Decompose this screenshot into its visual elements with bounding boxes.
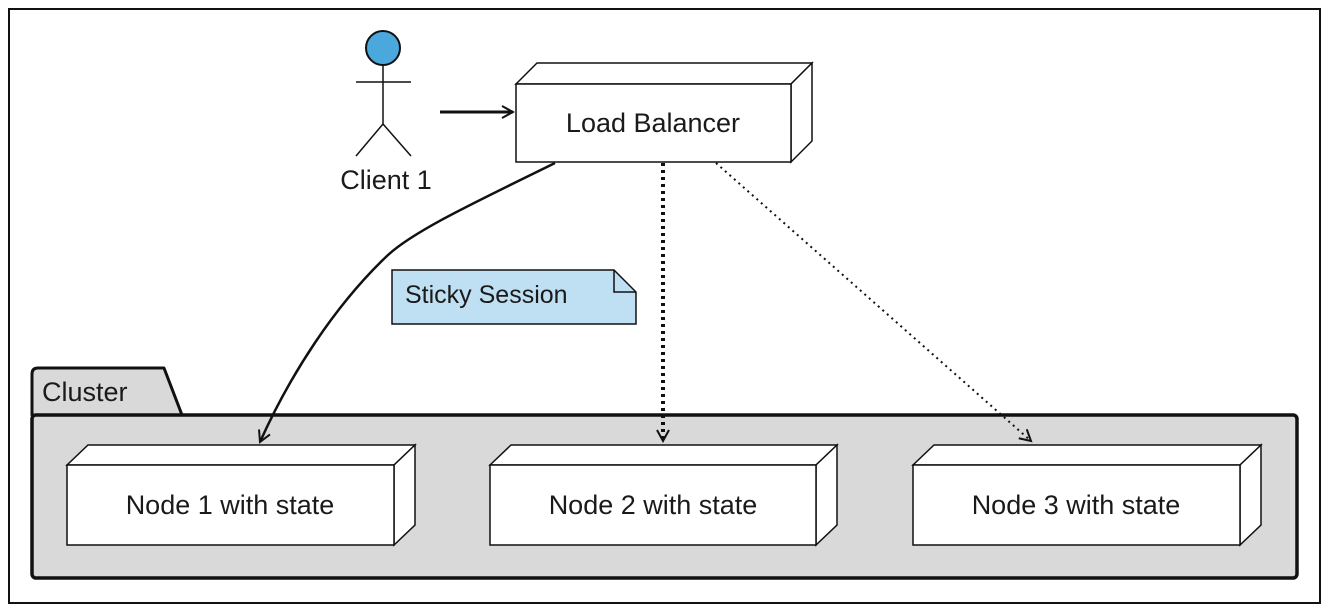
node-1: Node 1 with state	[65, 443, 417, 547]
node-3-label: Node 3 with state	[972, 490, 1181, 520]
node-1-label: Node 1 with state	[126, 490, 335, 520]
load-balancer-label: Load Balancer	[566, 108, 740, 138]
lb-to-node3-arrow	[715, 162, 1031, 441]
note-fold	[613, 270, 636, 293]
actor-label: Client 1	[340, 165, 432, 195]
note-label: Sticky Session	[405, 281, 568, 309]
lb-to-node1-arrow	[260, 161, 556, 442]
node-3: Node 3 with state	[911, 443, 1263, 547]
cluster-tab	[30, 366, 184, 417]
cluster-label: Cluster	[42, 377, 128, 407]
load-balancer-node: Load Balancer	[514, 61, 814, 164]
node-2-label: Node 2 with state	[549, 490, 758, 520]
client-actor: Client 1	[340, 30, 432, 195]
actor-head	[365, 30, 401, 66]
sticky-session-note: Sticky Session	[391, 269, 637, 325]
node-2: Node 2 with state	[488, 443, 839, 547]
